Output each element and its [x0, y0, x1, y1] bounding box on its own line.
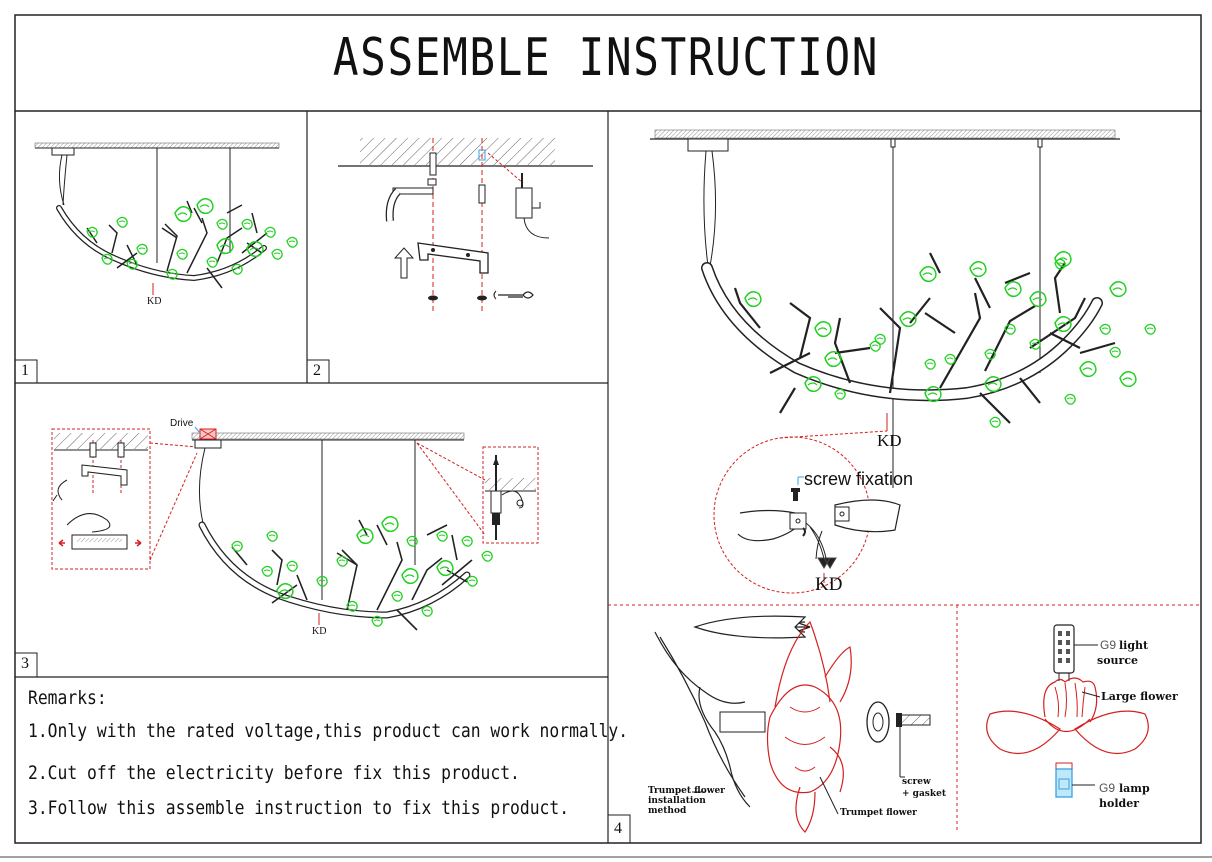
light-line: light [1119, 639, 1149, 652]
panel-3-number: 3 [21, 655, 29, 672]
screw-fixation-label: screw fixation [804, 469, 914, 489]
panel-3-kd-label: KD [312, 626, 327, 637]
remark-item-1: 1.Only with the rated voltage,this produ… [28, 720, 629, 742]
panel-4-kd-label: KD [877, 431, 902, 450]
trumpet-installation-method-label: Trumpet flower installation method [648, 786, 725, 816]
trumpet-flower-installation-illustration [654, 615, 931, 833]
panel-3-installation-illustration [51, 426, 539, 631]
trumpet-method-line-2: installation [648, 796, 706, 806]
panel-1-chandelier-illustration [34, 142, 298, 295]
kd-detail-label: KD [815, 574, 843, 595]
screw-line: screw [902, 777, 931, 787]
panel-1-kd-label: KD [147, 296, 162, 307]
trumpet-method-line-3: method [648, 806, 687, 816]
screw-gasket-label: screw + gasket [902, 776, 946, 800]
panel-2-number: 2 [313, 362, 321, 379]
large-flower-label: Large flower [1101, 690, 1178, 703]
large-flower-illustration [986, 624, 1149, 798]
g9-light-label: G9 [1100, 638, 1117, 652]
page-title: ASSEMBLE INSTRUCTION [332, 28, 880, 88]
panel-2-mounting-illustration [338, 138, 593, 313]
trumpet-method-line-1: Trumpet flower [648, 786, 725, 796]
drive-label: Drive [170, 418, 194, 429]
source-line: source [1097, 654, 1139, 667]
panel-4-number: 4 [614, 820, 622, 837]
holder-line: holder [1099, 797, 1139, 810]
gasket-line: + gasket [902, 789, 946, 799]
lamp-line: lamp [1119, 782, 1150, 795]
remark-item-2: 2.Cut off the electricity before fix thi… [28, 762, 520, 784]
lamp-holder-label: lamp holder [1099, 781, 1150, 811]
remarks-heading: Remarks: [28, 687, 107, 709]
g9-lamp-label: G9 [1099, 781, 1116, 795]
panel-1-number: 1 [21, 362, 29, 379]
trumpet-flower-label: Trumpet flower [840, 808, 917, 818]
remark-item-3: 3.Follow this assemble instruction to fi… [28, 797, 570, 819]
panel-4-chandelier-illustration [650, 129, 1156, 594]
light-source-label: light source [1097, 638, 1149, 668]
